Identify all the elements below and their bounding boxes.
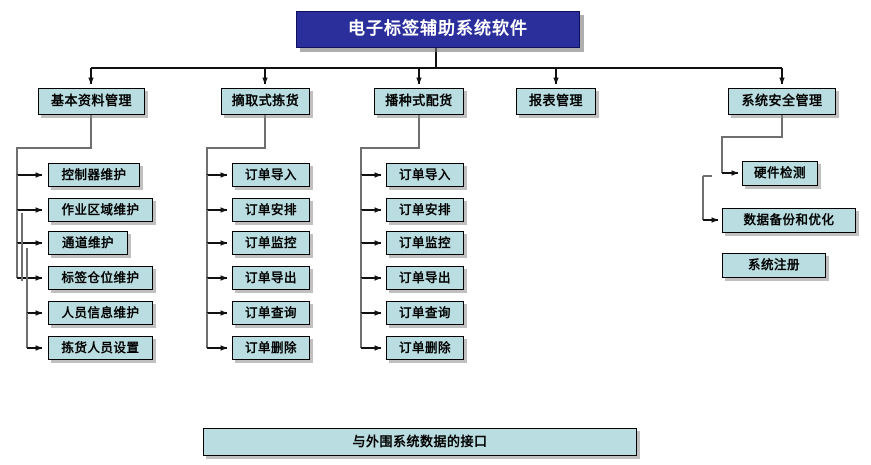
leaf-order-query-col2[interactable]: 订单查询 — [232, 301, 310, 325]
bottom-interface-box[interactable]: 与外围系统数据的接口 — [203, 428, 637, 456]
leaf-order-schedule-col3[interactable]: 订单安排 — [386, 198, 464, 222]
module-box-pick-by-line[interactable]: 播种式配货 — [374, 88, 464, 115]
diagram-title-box: 电子标签辅助系统软件 — [296, 11, 580, 48]
leaf-staff-info-maintenance[interactable]: 人员信息维护 — [48, 301, 153, 325]
leaf-order-export-col2[interactable]: 订单导出 — [232, 266, 310, 290]
leaf-order-schedule-col2[interactable]: 订单安排 — [232, 198, 310, 222]
leaf-order-import-col2[interactable]: 订单导入 — [232, 163, 310, 187]
module-box-pick-by-order[interactable]: 摘取式拣货 — [221, 88, 310, 115]
leaf-order-delete-col2[interactable]: 订单删除 — [232, 336, 310, 360]
module-box-system-security[interactable]: 系统安全管理 — [728, 88, 836, 115]
leaf-order-delete-col3[interactable]: 订单删除 — [386, 336, 464, 360]
leaf-data-backup-optimize[interactable]: 数据备份和优化 — [722, 208, 856, 233]
leaf-aisle-maintenance[interactable]: 通道维护 — [48, 231, 128, 255]
module-box-report[interactable]: 报表管理 — [516, 88, 596, 115]
leaf-controller-maintenance[interactable]: 控制器维护 — [48, 163, 140, 187]
leaf-order-export-col3[interactable]: 订单导出 — [386, 266, 464, 290]
leaf-work-area-maintenance[interactable]: 作业区域维护 — [48, 198, 153, 222]
leaf-system-registration[interactable]: 系统注册 — [722, 253, 826, 278]
leaf-order-query-col3[interactable]: 订单查询 — [386, 301, 464, 325]
leaf-order-monitor-col3[interactable]: 订单监控 — [386, 231, 464, 255]
leaf-tag-location-maintenance[interactable]: 标签仓位维护 — [48, 266, 153, 290]
leaf-hardware-detection[interactable]: 硬件检测 — [742, 161, 818, 186]
leaf-picker-setup[interactable]: 拣货人员设置 — [48, 336, 153, 360]
module-box-basic-data[interactable]: 基本资料管理 — [38, 88, 145, 115]
leaf-order-import-col3[interactable]: 订单导入 — [386, 163, 464, 187]
leaf-order-monitor-col2[interactable]: 订单监控 — [232, 231, 310, 255]
